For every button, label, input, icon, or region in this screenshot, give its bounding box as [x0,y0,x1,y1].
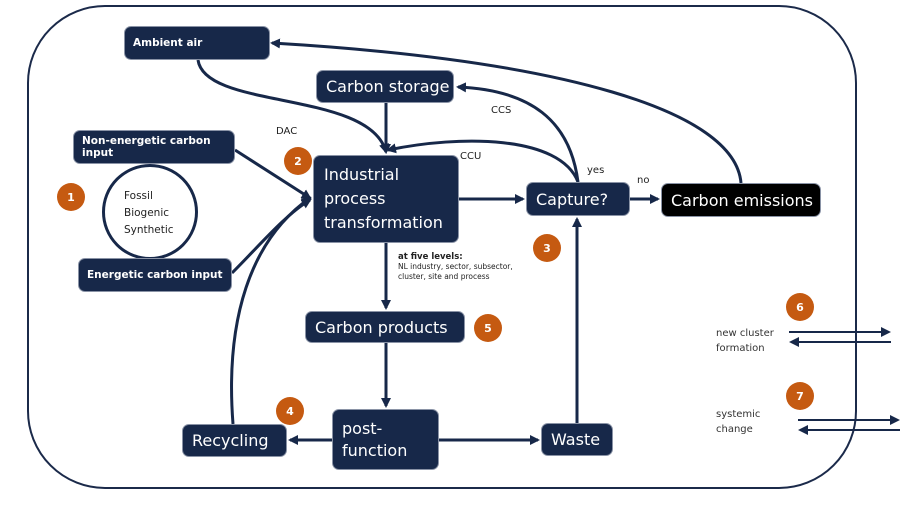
source-synthetic: Synthetic [124,224,174,236]
node-label: Industrial process transformation [324,165,443,232]
levels-note: at five levels: NL industry, sector, sub… [398,252,513,282]
node-label: Recycling [192,431,269,450]
node-carbon-emissions[interactable]: Carbon emissions [661,183,821,217]
node-energetic-input[interactable]: Energetic carbon input [78,258,232,292]
arrow-ambient-to-industrial [196,59,389,154]
node-non-energetic-input[interactable]: Non-energetic carbon input [73,130,235,164]
node-label: Ambient air [133,37,203,49]
source-biogenic: Biogenic [124,207,170,219]
node-carbon-products[interactable]: Carbon products [305,311,465,343]
badge-6: 6 [786,293,814,321]
system-boundary-frame [27,5,857,489]
levels-note-line2: cluster, site and process [398,272,490,281]
badge-1: 1 [57,183,85,211]
node-label: Non-energetic carbon input [82,135,211,159]
badge-4: 4 [276,397,304,425]
arrow-emissions-to-ambient [270,38,743,184]
node-label: post- function [342,418,408,460]
node-capture[interactable]: Capture? [526,182,630,216]
edge-label-no: no [637,175,650,186]
node-label: Carbon products [315,317,448,337]
node-label: Capture? [536,189,609,209]
badge-3: 3 [533,234,561,262]
edge-label-ccs: CCS [491,105,512,116]
edge-label-dac: DAC [276,126,298,137]
node-waste[interactable]: Waste [541,423,613,456]
source-fossil: Fossil [124,190,153,202]
edge-label-ccu: CCU [460,151,482,162]
arrow-ccu [386,139,580,183]
node-recycling[interactable]: Recycling [182,424,287,457]
edge-label-yes: yes [587,165,605,176]
badge-2: 2 [284,147,312,175]
levels-note-title: at five levels: [398,252,463,262]
badge-7: 7 [786,382,814,410]
levels-note-line1: NL industry, sector, subsector, [398,262,513,271]
node-post-function[interactable]: post- function [332,409,439,470]
node-label: Waste [551,430,601,449]
legend-systemic-change: systemic change [716,409,761,435]
carbon-source-list: Fossil Biogenic Synthetic [124,188,174,239]
legend-new-cluster-formation: new cluster formation [716,328,774,354]
node-ambient-air[interactable]: Ambient air [124,26,270,60]
node-carbon-storage[interactable]: Carbon storage [316,70,454,103]
node-label: Energetic carbon input [87,269,223,281]
arrow-ccs [456,82,580,183]
node-label: Carbon emissions [671,190,813,210]
arrow-nonenergetic-to-industrial [234,148,312,200]
badge-5: 5 [474,314,502,342]
arrow-recycling-to-industrial [230,196,312,425]
node-label: Carbon storage [326,77,450,96]
node-industrial-process[interactable]: Industrial process transformation [313,155,459,243]
